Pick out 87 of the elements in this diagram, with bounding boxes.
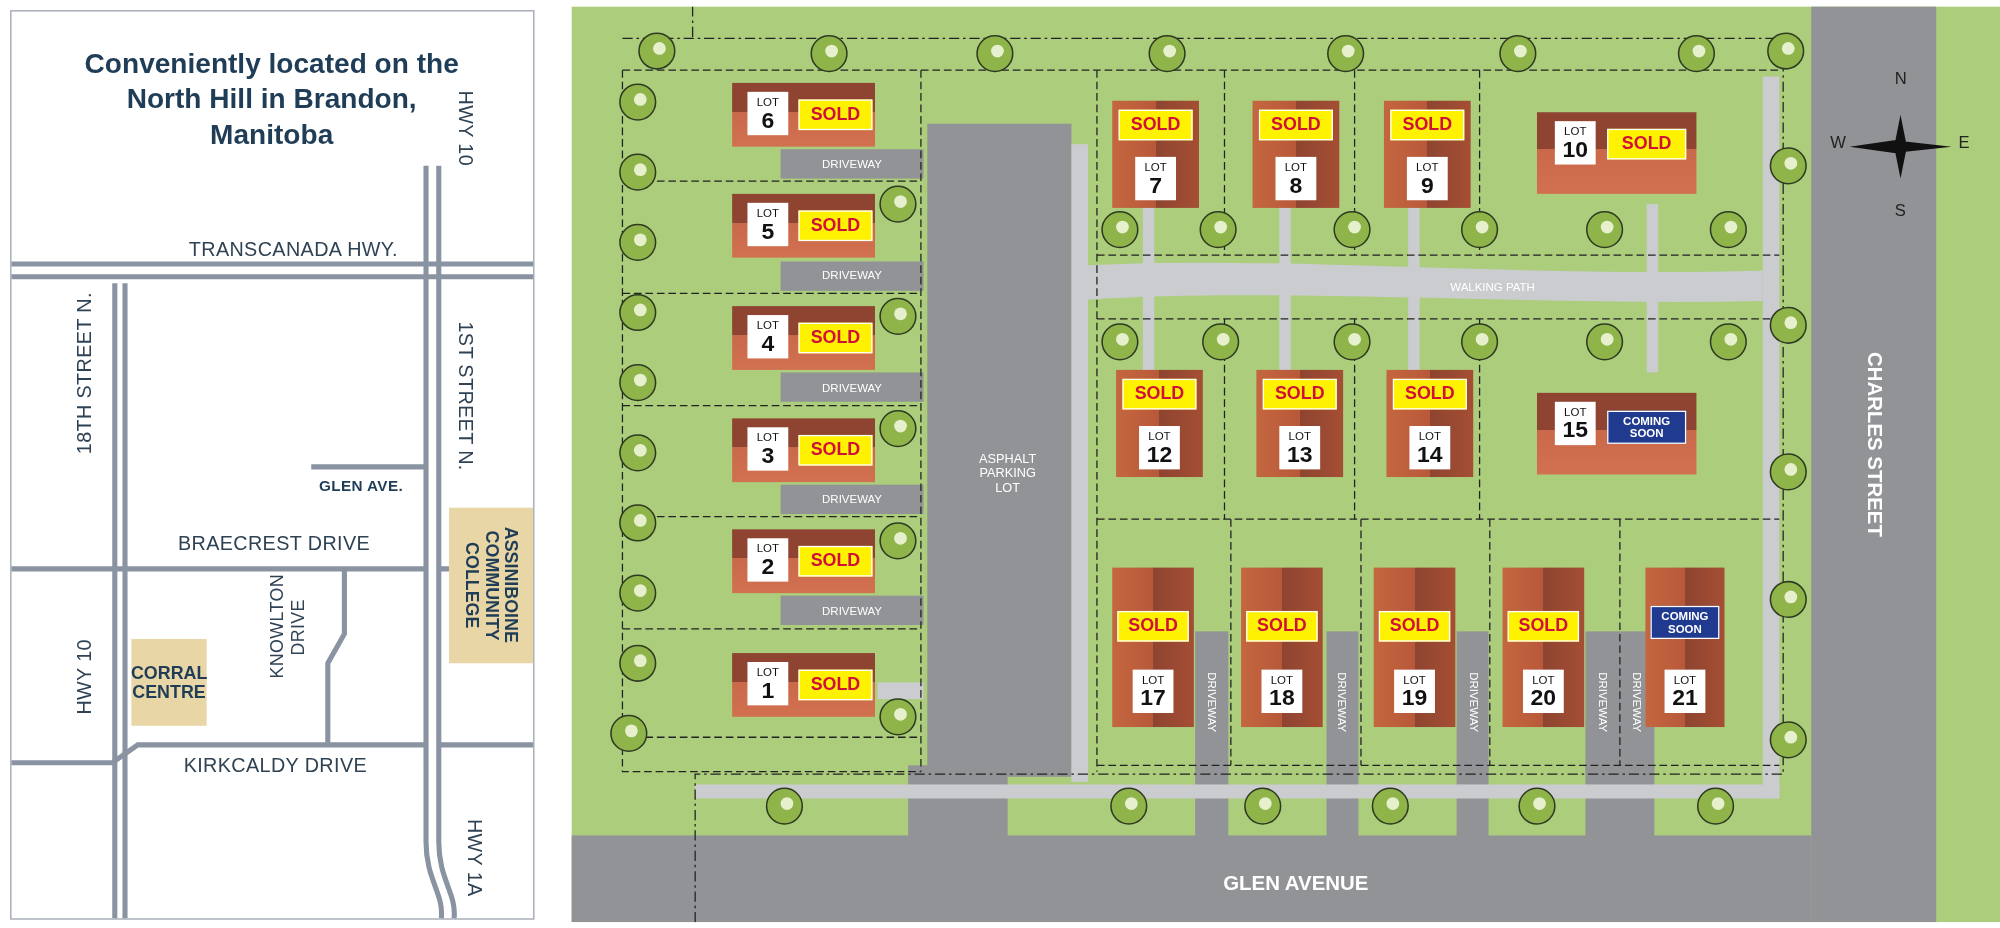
driveway-label: DRIVEWAY bbox=[1630, 671, 1644, 732]
sold-sign: SOLD bbox=[1262, 378, 1337, 410]
lot-number: LOT 20 bbox=[1522, 669, 1564, 713]
street-label: GLEN AVENUE bbox=[1223, 872, 1369, 896]
house-lot bbox=[1537, 392, 1697, 475]
sold-sign: SOLD bbox=[798, 669, 873, 701]
sold-sign: SOLD bbox=[1607, 128, 1687, 160]
lot-number: LOT 12 bbox=[1139, 426, 1180, 470]
street-label: KIRKCALDY DRIVE bbox=[183, 753, 368, 777]
coming-soon-sign: COMING SOON bbox=[1607, 410, 1687, 444]
house-lot bbox=[1112, 567, 1194, 728]
street-label: KNOWLTON DRIVE bbox=[266, 576, 308, 679]
driveway-label: DRIVEWAY bbox=[1335, 671, 1349, 732]
driveway-label: DRIVEWAY bbox=[1595, 671, 1609, 732]
lot-number: LOT 3 bbox=[747, 427, 789, 471]
driveway-label: DRIVEWAY bbox=[1205, 671, 1219, 732]
sold-sign: SOLD bbox=[1117, 610, 1189, 642]
lot-number: LOT 4 bbox=[747, 315, 789, 359]
street-label: GLEN AVE. bbox=[318, 478, 404, 496]
driveway-label: DRIVEWAY bbox=[822, 492, 883, 506]
compass-letter: S bbox=[1894, 200, 1906, 220]
street-label: BRAECREST DRIVE bbox=[177, 531, 371, 555]
street-label: 18TH STREET N. bbox=[72, 291, 96, 454]
lot-number: LOT 10 bbox=[1554, 121, 1596, 165]
house-lot bbox=[1116, 369, 1203, 478]
lot-number: LOT 18 bbox=[1261, 669, 1303, 713]
house-lot bbox=[732, 306, 875, 370]
house-lot bbox=[1383, 100, 1471, 208]
house-lot bbox=[1252, 100, 1340, 208]
house-lot bbox=[732, 529, 875, 594]
lot-number: LOT 21 bbox=[1664, 669, 1706, 713]
driveway-label: DRIVEWAY bbox=[822, 381, 883, 395]
sold-sign: SOLD bbox=[1392, 378, 1467, 410]
driveway-label: DRIVEWAY bbox=[822, 604, 883, 618]
place-name: ASSINIBOINE COMMUNITY COLLEGE bbox=[461, 526, 521, 646]
compass-letter: N bbox=[1894, 69, 1907, 89]
highway-label: HWY 10 bbox=[72, 638, 96, 714]
house-lot bbox=[1537, 112, 1697, 194]
house-lot bbox=[732, 82, 875, 147]
house-lot bbox=[1645, 567, 1725, 728]
sold-sign: SOLD bbox=[798, 545, 873, 577]
building-area bbox=[131, 639, 207, 726]
sold-sign: SOLD bbox=[1507, 610, 1580, 642]
coming-soon-sign: COMING SOON bbox=[1650, 605, 1720, 640]
lot-number: LOT 13 bbox=[1279, 426, 1321, 470]
sold-sign: SOLD bbox=[798, 210, 873, 242]
sold-sign: SOLD bbox=[798, 434, 873, 466]
lot-number: LOT 17 bbox=[1132, 669, 1174, 713]
sold-sign: SOLD bbox=[1246, 610, 1318, 642]
sold-sign: SOLD bbox=[1378, 610, 1451, 642]
compass-letter: E bbox=[1958, 133, 1970, 153]
lot-number: LOT 14 bbox=[1409, 426, 1451, 470]
sold-sign: SOLD bbox=[798, 322, 873, 354]
sold-sign: SOLD bbox=[798, 99, 873, 131]
house-lot bbox=[1502, 567, 1585, 728]
sold-sign: SOLD bbox=[1118, 109, 1193, 141]
place-name: CORRAL CENTRE bbox=[131, 662, 208, 703]
house-lot bbox=[732, 653, 875, 717]
house-lot bbox=[732, 193, 875, 258]
house-lot bbox=[1386, 369, 1474, 478]
house-lot bbox=[1112, 100, 1199, 208]
house-lot bbox=[1256, 369, 1344, 478]
driveway-label: DRIVEWAY bbox=[822, 269, 883, 283]
lot-number: LOT 2 bbox=[747, 538, 789, 582]
driveway-label: DRIVEWAY bbox=[822, 158, 883, 172]
house-lot bbox=[732, 418, 875, 483]
lot-number: LOT 5 bbox=[747, 202, 789, 247]
house-lot bbox=[1373, 567, 1456, 728]
driveway-label: DRIVEWAY bbox=[1466, 671, 1481, 732]
house-lot bbox=[1241, 567, 1323, 728]
highway-label: HWY 1A bbox=[463, 818, 486, 896]
sold-sign: SOLD bbox=[1390, 109, 1465, 141]
lot-number: LOT 9 bbox=[1406, 156, 1448, 201]
lot-number: LOT 15 bbox=[1554, 401, 1596, 446]
lot-number: LOT 19 bbox=[1394, 669, 1435, 713]
sold-sign: SOLD bbox=[1258, 109, 1333, 141]
sold-sign: SOLD bbox=[1122, 378, 1197, 410]
lot-number: LOT 8 bbox=[1275, 156, 1317, 201]
highway-label: TRANSCANADA HWY. bbox=[188, 238, 398, 262]
lot-number: LOT 6 bbox=[747, 91, 789, 136]
parking-label: ASPHALT PARKING LOT bbox=[978, 450, 1038, 495]
lot-number: LOT 7 bbox=[1135, 156, 1176, 201]
street-label: CHARLES STREET bbox=[1863, 351, 1886, 537]
compass-letter: W bbox=[1830, 133, 1846, 153]
building-area bbox=[449, 507, 534, 664]
street-label: 1ST STREET N. bbox=[454, 320, 477, 471]
lot-number: LOT 1 bbox=[747, 662, 789, 706]
